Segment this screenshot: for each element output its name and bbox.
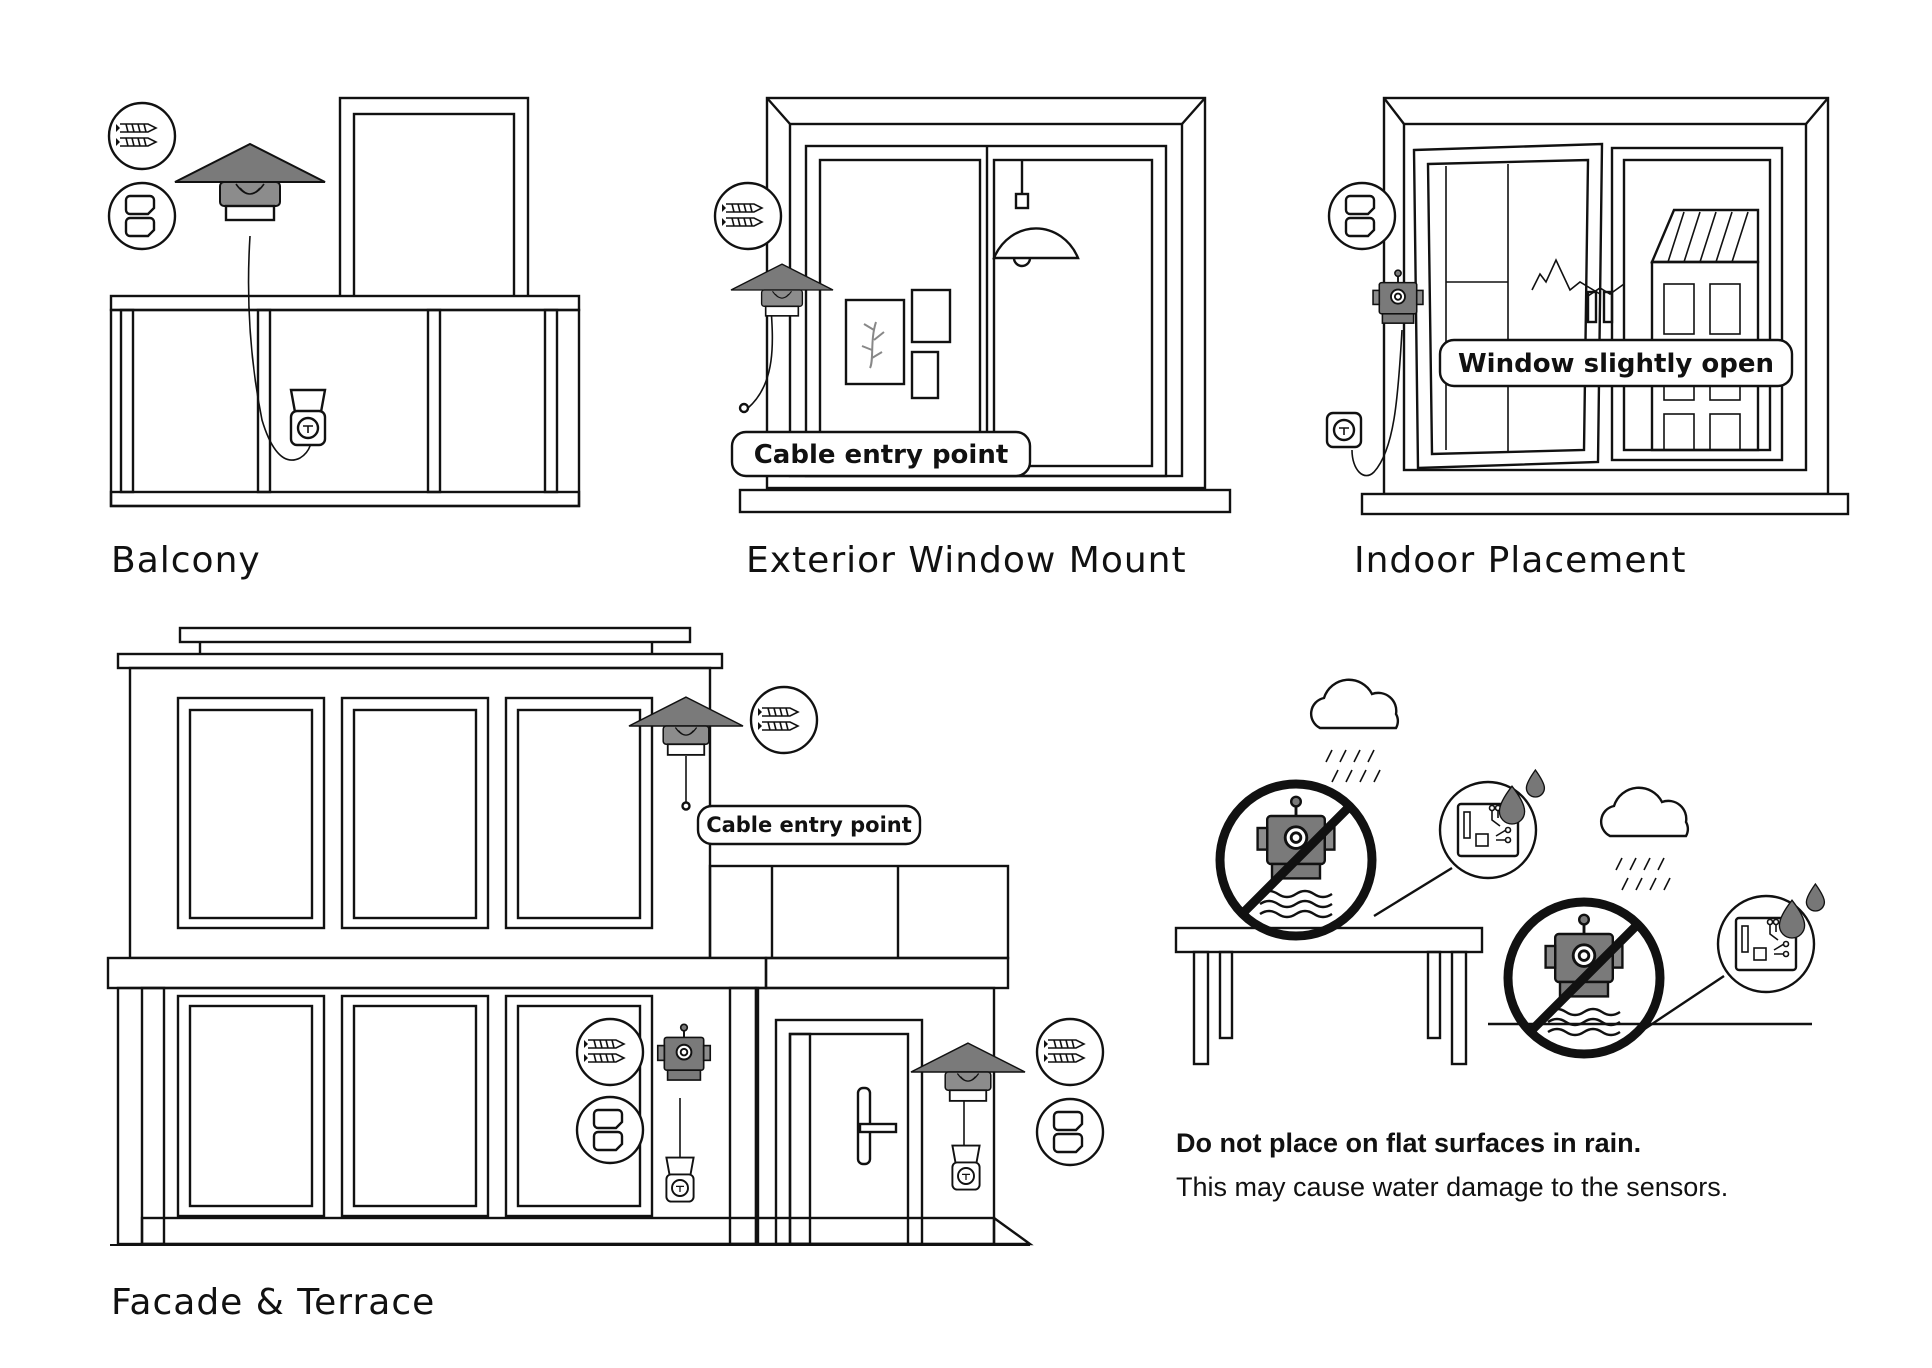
umbrella-sensor-icon xyxy=(628,696,744,756)
indoor-scene: Window slightly open Indoor Placement xyxy=(1325,96,1850,581)
adhesive-pads-icon xyxy=(1327,181,1397,251)
rain-cloud-icon xyxy=(1309,678,1400,784)
screws-icon xyxy=(1035,1017,1105,1087)
screws-icon xyxy=(713,181,783,251)
socket-icon xyxy=(291,390,325,445)
prohibited-robot-icon xyxy=(1508,902,1660,1054)
balcony-scene: Balcony xyxy=(107,96,581,581)
socket-icon xyxy=(952,1146,979,1190)
cable-entry-callout xyxy=(730,430,1032,478)
prohibited-robot-icon xyxy=(1220,784,1372,936)
screws-icon xyxy=(749,685,819,755)
cable-entry-label: Cable entry point xyxy=(754,440,1009,470)
adhesive-pads-icon xyxy=(575,1095,645,1165)
facade-cable-label: Cable entry point xyxy=(706,813,912,837)
facade-title: Facade & Terrace xyxy=(111,1282,435,1323)
robot-sensor-icon xyxy=(656,1023,712,1082)
window-open-label: Window slightly open xyxy=(1458,349,1774,379)
facade-cable-callout xyxy=(696,804,922,846)
umbrella-sensor-icon xyxy=(910,1042,1026,1102)
adhesive-pads-icon xyxy=(107,181,177,251)
facade-scene: Cable entry point Facade & Terrace xyxy=(106,626,1105,1323)
circuit-board-icon xyxy=(1438,780,1538,880)
warning-body: This may cause water damage to the senso… xyxy=(1176,1172,1728,1202)
indoor-title: Indoor Placement xyxy=(1354,540,1686,581)
window-open-callout xyxy=(1438,338,1794,388)
exterior-window-title: Exterior Window Mount xyxy=(746,540,1187,581)
rain-warning-scene: Do not place on flat surfaces in rain. T… xyxy=(1174,678,1826,1202)
umbrella-sensor-icon xyxy=(173,142,327,222)
screws-icon xyxy=(107,101,177,171)
exterior-window-scene: Cable entry point Exterior Window Mount xyxy=(713,96,1232,581)
warning-title: Do not place on flat surfaces in rain. xyxy=(1176,1128,1641,1158)
socket-icon xyxy=(666,1158,693,1202)
rain-cloud-icon xyxy=(1599,786,1690,892)
socket-icon xyxy=(1325,411,1363,449)
adhesive-pads-icon xyxy=(1035,1097,1105,1167)
screws-icon xyxy=(575,1017,645,1087)
umbrella-sensor-icon xyxy=(730,263,834,317)
balcony-title: Balcony xyxy=(111,540,261,581)
